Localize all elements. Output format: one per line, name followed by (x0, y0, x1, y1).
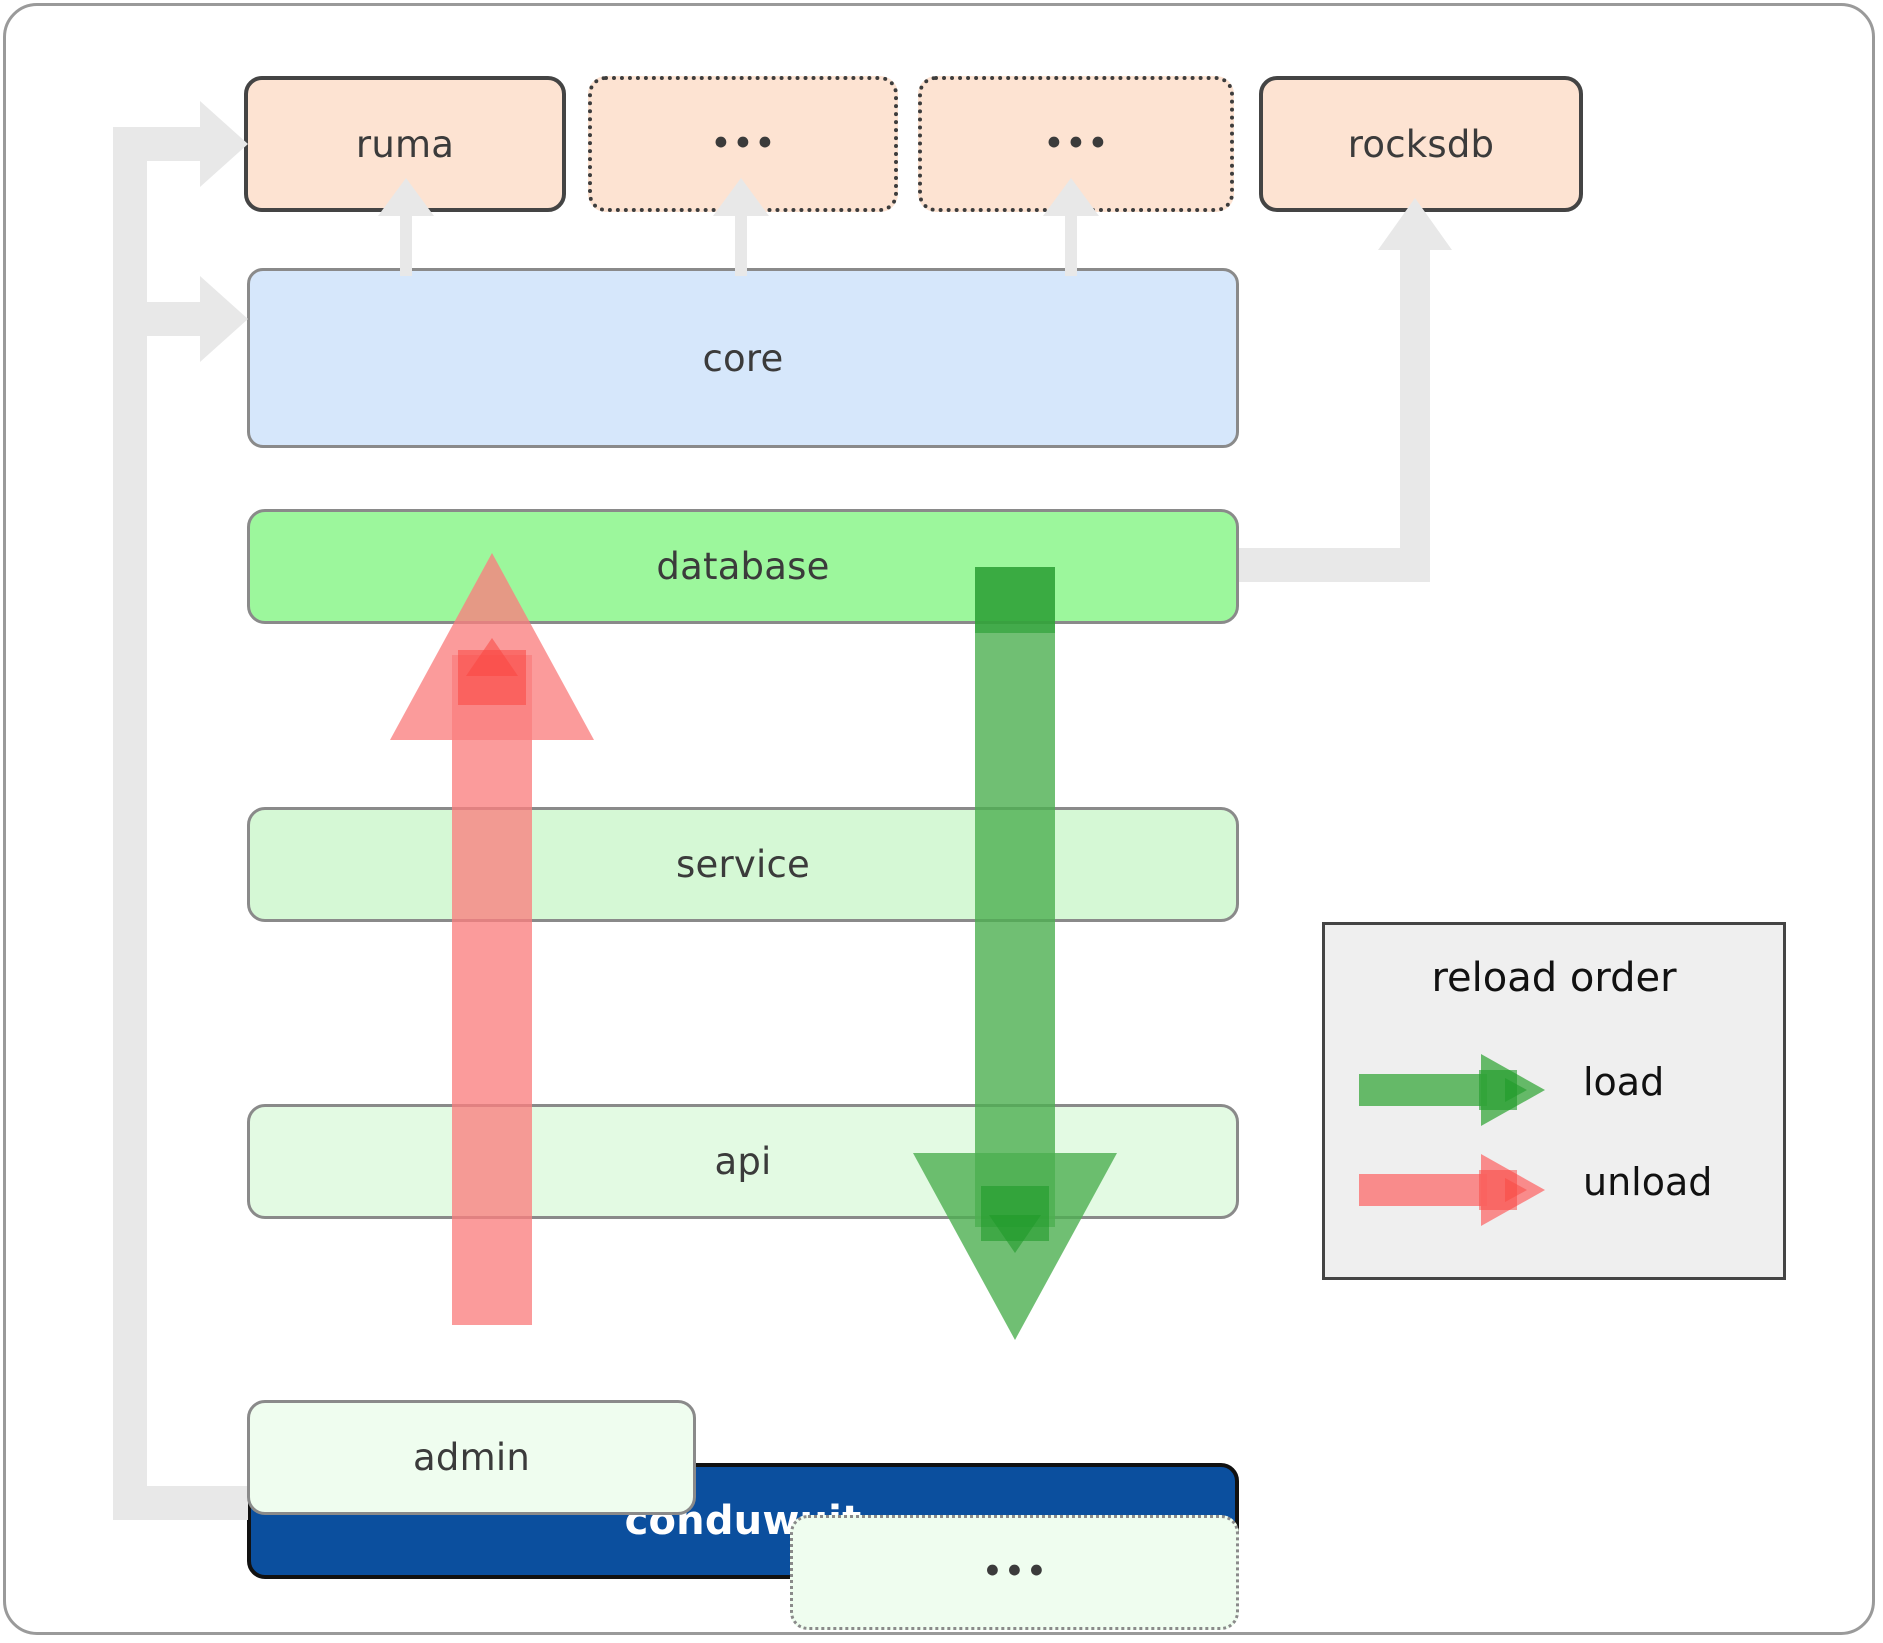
legend-unload-arrow-icon (1359, 1154, 1545, 1226)
layer-label-admin: admin (413, 1436, 530, 1479)
layer-label-api: api (714, 1140, 772, 1183)
dependency-node-dots-2[interactable]: ••• (918, 76, 1234, 212)
layer-label-extra: ••• (981, 1550, 1048, 1594)
layer-node-extra[interactable]: ••• (790, 1515, 1239, 1630)
legend-row-unload: unload (1325, 1150, 1783, 1230)
dependency-node-dots-1[interactable]: ••• (588, 76, 898, 212)
layer-node-database[interactable]: database (247, 509, 1239, 624)
core-node[interactable]: core (247, 268, 1239, 448)
legend-row-load: load (1325, 1050, 1783, 1130)
dependency-node-ruma[interactable]: ruma (244, 76, 566, 212)
layer-label-database: database (656, 545, 830, 588)
legend-load-arrow-icon (1359, 1054, 1545, 1126)
legend-label-unload: unload (1583, 1160, 1713, 1204)
dependency-label-dots-2: ••• (1042, 121, 1110, 165)
layer-node-service[interactable]: service (247, 807, 1239, 922)
legend-title: reload order (1431, 955, 1677, 1001)
dependency-label-dots-1: ••• (709, 121, 777, 165)
layer-label-service: service (676, 843, 810, 886)
core-label: core (702, 336, 784, 380)
dependency-label-rocksdb: rocksdb (1347, 122, 1495, 166)
layer-node-api[interactable]: api (247, 1104, 1239, 1219)
dependency-label-ruma: ruma (355, 122, 455, 166)
layer-node-admin[interactable]: admin (247, 1400, 696, 1515)
legend-label-load: load (1583, 1060, 1665, 1104)
legend-panel: reload order load unload (1322, 922, 1786, 1280)
dependency-node-rocksdb[interactable]: rocksdb (1259, 76, 1583, 212)
